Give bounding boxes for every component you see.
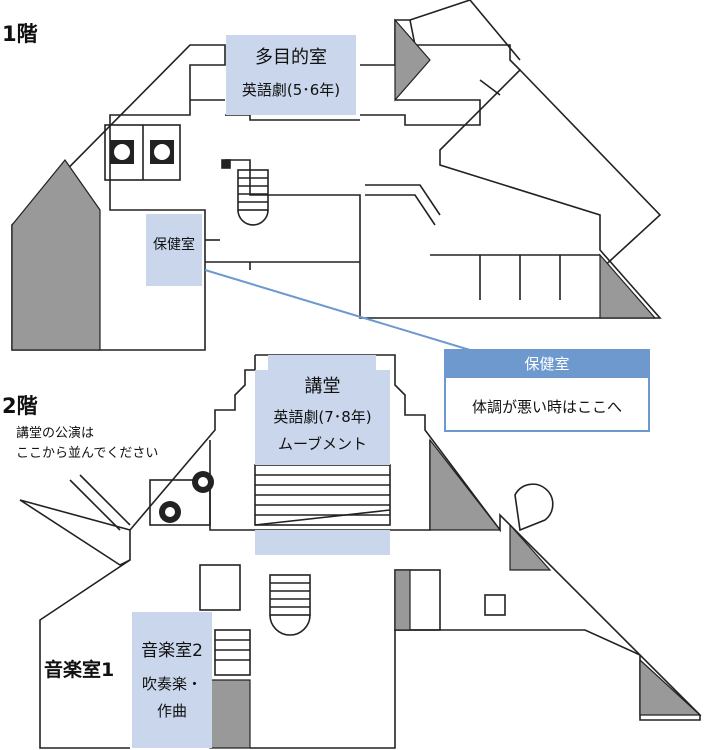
room-auditorium-name: 講堂: [304, 376, 341, 397]
room-auditorium-use: 英語劇(7･8年): [273, 408, 372, 426]
room-music-2[interactable]: 音楽室2 吹奏楽・ 作曲: [132, 612, 212, 748]
auditorium-entrance-highlight: [255, 530, 390, 555]
room-music-2-name: 音楽室2: [141, 641, 203, 661]
room-multipurpose-use: 英語劇(5･6年): [241, 81, 341, 99]
first-floor-outline: [11, 0, 662, 351]
queue-note-line2: ここから並んでください: [16, 446, 159, 461]
room-music-1-name: 音楽室1: [44, 659, 115, 681]
room-auditorium[interactable]: 講堂 英語劇(7･8年) ムーブメント: [255, 370, 390, 465]
room-music-2-use2: 作曲: [156, 702, 187, 720]
room-health-office-name: 保健室: [153, 237, 195, 253]
room-auditorium-use2: ムーブメント: [277, 435, 368, 453]
restroom-icons-2f: [159, 471, 214, 523]
wall-fill-shapes: [11, 18, 702, 749]
callout-body: 体調が悪い時はここへ: [471, 398, 622, 416]
room-multipurpose[interactable]: 多目的室 英語劇(5･6年): [226, 35, 356, 115]
queue-note: 講堂の公演は ここから並んでください: [16, 424, 158, 464]
room-multipurpose-name: 多目的室: [255, 47, 327, 68]
room-music-2-use: 吹奏楽・: [141, 675, 202, 693]
restroom-icons-1f: [110, 140, 174, 164]
room-health-office[interactable]: 保健室: [146, 214, 202, 286]
floor-label-2f: 2階: [2, 394, 38, 418]
callout-title: 保健室: [446, 351, 648, 378]
auditorium-stage-top: [268, 355, 376, 373]
health-office-callout: 保健室 体調が悪い時はここへ: [444, 349, 650, 432]
queue-note-line1: 講堂の公演は: [16, 426, 95, 441]
callout-connector: [204, 269, 471, 351]
floor-label-1f: 1階: [2, 22, 38, 46]
